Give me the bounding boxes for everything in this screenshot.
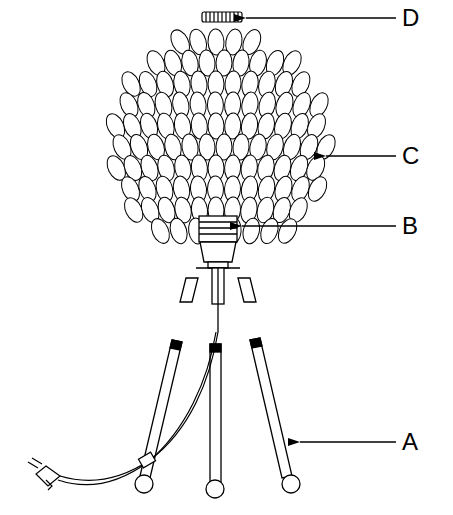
tripod-head (180, 268, 256, 332)
petal-shade (103, 27, 339, 246)
part-letter: D (402, 6, 419, 30)
lamp-socket (199, 216, 237, 268)
petal (258, 216, 282, 246)
tripod-legs (135, 338, 300, 498)
petal (167, 216, 190, 245)
petal (305, 174, 331, 204)
petal (148, 216, 173, 246)
power-cord (28, 332, 218, 490)
petal (275, 216, 301, 246)
part-letter: C (402, 144, 419, 168)
leader-arrows (242, 18, 396, 442)
top-cap (202, 12, 242, 22)
part-letter: A (402, 430, 418, 454)
part-letter: B (402, 214, 418, 238)
petal (241, 217, 262, 246)
